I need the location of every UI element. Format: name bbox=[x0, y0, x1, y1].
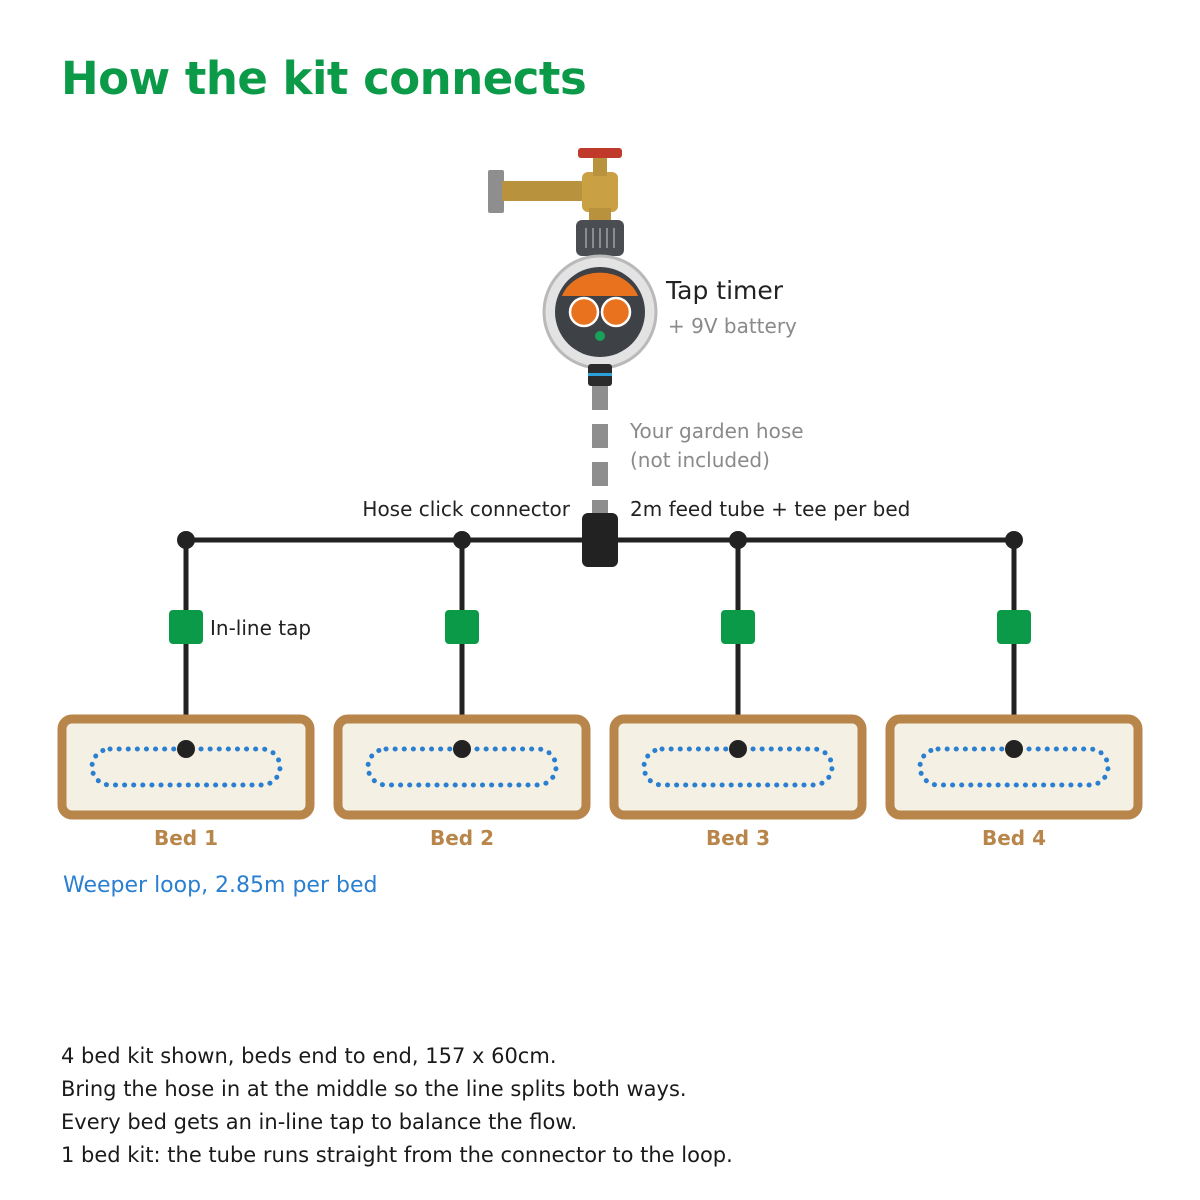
timer-outlet-icon bbox=[588, 364, 612, 386]
inline-valves bbox=[169, 610, 1031, 644]
inline-valve-icon bbox=[169, 610, 203, 644]
inline-valve-icon bbox=[721, 610, 755, 644]
bed-label: Bed 2 bbox=[430, 826, 494, 850]
feed-tube-label: 2m feed tube + tee per bed bbox=[630, 497, 910, 521]
inline-valve-icon bbox=[445, 610, 479, 644]
bed-label: Bed 4 bbox=[982, 826, 1046, 850]
bed-4 bbox=[885, 714, 1143, 820]
connector-label: Hose click connector bbox=[362, 497, 570, 521]
tap-timer-label: Tap timer bbox=[665, 276, 784, 305]
note-line: Every bed gets an in-line tap to balance… bbox=[61, 1110, 578, 1134]
inline-valve-icon bbox=[997, 610, 1031, 644]
weeper-loop-label: Weeper loop, 2.85m per bed bbox=[63, 873, 377, 898]
bed-label: Bed 3 bbox=[706, 826, 770, 850]
tee-joints bbox=[177, 531, 1023, 549]
tap-timer-icon bbox=[542, 254, 658, 370]
hose-label-line2: (not included) bbox=[630, 448, 770, 472]
drop-tubes bbox=[183, 540, 1017, 748]
bed-label: Bed 1 bbox=[154, 826, 218, 850]
note-line: Bring the hose in at the middle so the l… bbox=[61, 1077, 687, 1101]
loop-entry-points bbox=[177, 740, 1023, 758]
kit-diagram: Tap timer + 9V battery Your garden hose … bbox=[57, 148, 1143, 898]
timer-coupling-icon bbox=[576, 220, 624, 256]
bed-3 bbox=[609, 714, 867, 820]
note-line: 1 bed kit: the tube runs straight from t… bbox=[61, 1143, 733, 1167]
bed-1 bbox=[57, 714, 315, 820]
inline-tap-label: In-line tap bbox=[210, 616, 311, 640]
note-line: 4 bed kit shown, beds end to end, 157 x … bbox=[61, 1044, 557, 1068]
battery-label: + 9V battery bbox=[668, 314, 797, 338]
page-title: How the kit connects bbox=[61, 52, 587, 105]
hose-connector-icon bbox=[582, 513, 618, 567]
hose-label-line1: Your garden hose bbox=[629, 419, 804, 443]
bed-2 bbox=[333, 714, 591, 820]
notes: 4 bed kit shown, beds end to end, 157 x … bbox=[61, 1040, 1161, 1172]
garden-tap-icon bbox=[488, 148, 622, 226]
